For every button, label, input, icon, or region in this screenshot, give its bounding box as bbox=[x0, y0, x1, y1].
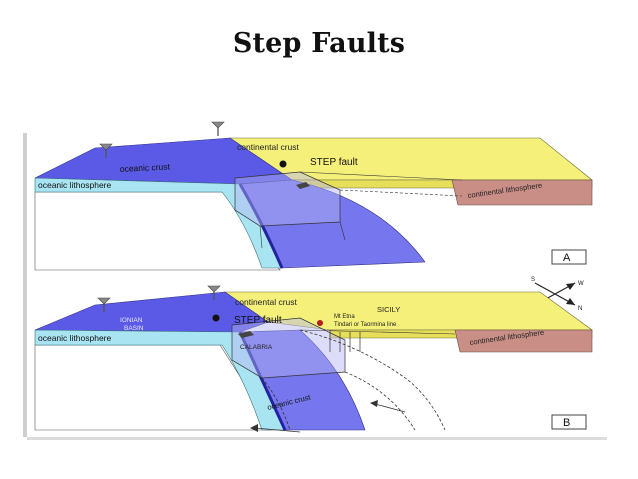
continental-lithosphere-a bbox=[451, 179, 593, 206]
compass-s: S bbox=[531, 277, 535, 283]
oceanic-crust-top-b bbox=[34, 291, 269, 333]
compass-w: W bbox=[578, 281, 584, 287]
panel-a: continental crust oceanic crust oceanic … bbox=[34, 121, 593, 271]
label-ionian-1: IONIAN bbox=[120, 317, 143, 324]
label-tindari: Tindari or Taormina line bbox=[334, 322, 397, 328]
slide-title: Step Faults bbox=[232, 28, 406, 59]
compass-n: N bbox=[578, 306, 582, 312]
volcano-icon bbox=[99, 143, 113, 158]
label-calabria: CALABRIA bbox=[240, 344, 273, 351]
panel-b-tag-box bbox=[551, 414, 587, 430]
panel-b-tag: B bbox=[563, 417, 570, 429]
step-fault-arrow-b bbox=[238, 331, 254, 338]
label-oceanic-crust-a: oceanic crust bbox=[120, 161, 171, 174]
label-continental-crust-b: continental crust bbox=[235, 297, 298, 307]
volcano-icon bbox=[207, 285, 221, 300]
volcano-icon bbox=[97, 297, 111, 312]
label-step-fault-b: STEP fault bbox=[234, 315, 282, 326]
panel-a-tag-box bbox=[551, 249, 587, 265]
step-fault-point-b bbox=[212, 314, 220, 322]
panel-b: continental crust SICILY IONIAN BASIN ST… bbox=[34, 285, 593, 433]
slab-edge-b bbox=[238, 331, 287, 431]
label-sicily: SICILY bbox=[377, 305, 400, 314]
step-fault-point-a bbox=[279, 160, 287, 168]
label-oceanic-lithosphere-a: oceanic lithosphere bbox=[38, 180, 112, 190]
label-continental-crust-a: continental crust bbox=[237, 142, 300, 152]
mt-etna-point bbox=[317, 320, 323, 326]
label-step-fault-a: STEP fault bbox=[310, 157, 358, 168]
step-fault-arrow-a bbox=[296, 182, 310, 189]
retreat-arrow bbox=[370, 400, 406, 413]
slab-edge-a bbox=[238, 183, 284, 269]
label-ionian-2: BASIN bbox=[124, 325, 144, 332]
panel-a-tag: A bbox=[563, 252, 571, 264]
volcano-icon bbox=[211, 121, 225, 136]
continental-lithosphere-b bbox=[454, 329, 593, 353]
label-oceanic-lithosphere-b: oceanic lithosphere bbox=[38, 333, 112, 343]
label-mt-etna: Mt Etna bbox=[334, 314, 355, 320]
retreat-arrow bbox=[250, 424, 301, 433]
